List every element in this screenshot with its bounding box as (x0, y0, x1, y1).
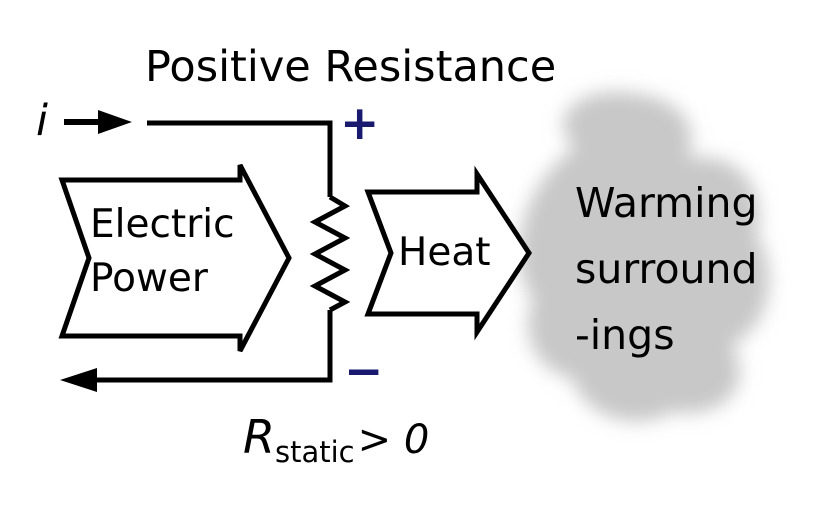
surroundings-label-line2: surround (575, 245, 758, 293)
surroundings-blob (519, 91, 770, 422)
heat-label: Heat (398, 230, 491, 275)
current-left-arrow-icon (60, 368, 97, 392)
equation-subscript: static (274, 435, 355, 469)
equation-relation: > 0 (357, 417, 430, 463)
electric-power-label-line1: Electric (90, 202, 235, 247)
plus-terminal-sign: + (340, 96, 380, 151)
wire-top (147, 120, 333, 197)
wire-bottom (96, 310, 333, 383)
current-right-arrow-icon (64, 110, 132, 134)
surroundings-label: Warming surround -ings (575, 170, 758, 368)
current-label: i (36, 96, 48, 146)
surroundings-label-line1: Warming (575, 179, 758, 227)
minus-terminal-sign: − (344, 344, 384, 399)
electric-power-label: Electric Power (90, 198, 235, 306)
heat-arrow-shape (364, 165, 532, 341)
electric-power-arrow-shape (58, 163, 292, 353)
static-resistance-equation: Rstatic> 0 (243, 410, 429, 469)
electric-power-label-line2: Power (90, 256, 208, 301)
resistor-icon (309, 194, 351, 313)
surroundings-label-line3: -ings (575, 311, 675, 359)
diagram-title: Positive Resistance (145, 42, 557, 92)
equation-symbol: R (243, 410, 275, 464)
